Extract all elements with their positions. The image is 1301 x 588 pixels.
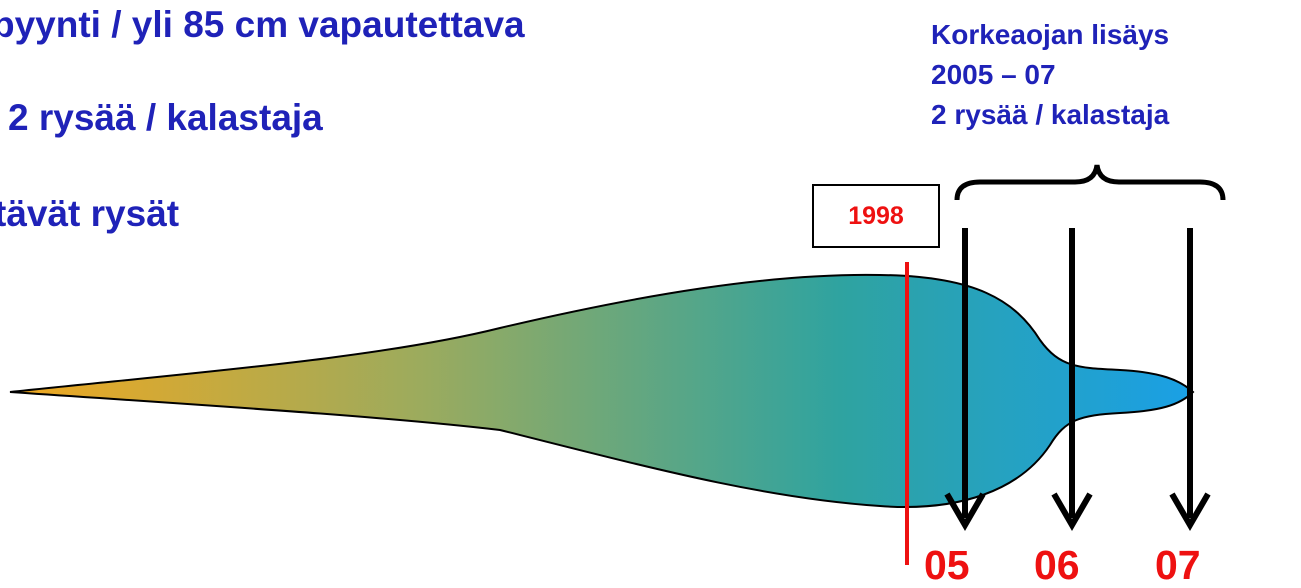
annotation-traps: 2 rysää / kalastaja	[931, 99, 1170, 130]
year-label-07: 07	[1155, 542, 1201, 588]
arrow-07	[1169, 228, 1211, 531]
arrow-05	[944, 228, 986, 531]
year-1998-box: 1998	[812, 184, 940, 248]
korkeaoja-annotation: Korkeaojan lisäys 2005 – 07 2 rysää / ka…	[931, 15, 1169, 135]
rule-text-catch-limit: pyynti / yli 85 cm vapautettava	[0, 4, 525, 45]
annotation-years: 2005 – 07	[931, 59, 1056, 90]
year-label-05: 05	[924, 542, 970, 588]
rule-text-traps: tävät rysät	[0, 193, 180, 234]
curly-brace	[954, 164, 1226, 201]
year-1998-label: 1998	[848, 201, 904, 230]
arrow-06	[1051, 228, 1093, 531]
rule-text-traps-per-fisher: 2 rysää / kalastaja	[8, 97, 323, 138]
population-shape	[9, 273, 1195, 508]
year-label-06: 06	[1034, 542, 1080, 588]
annotation-title: Korkeaojan lisäys	[931, 19, 1170, 50]
